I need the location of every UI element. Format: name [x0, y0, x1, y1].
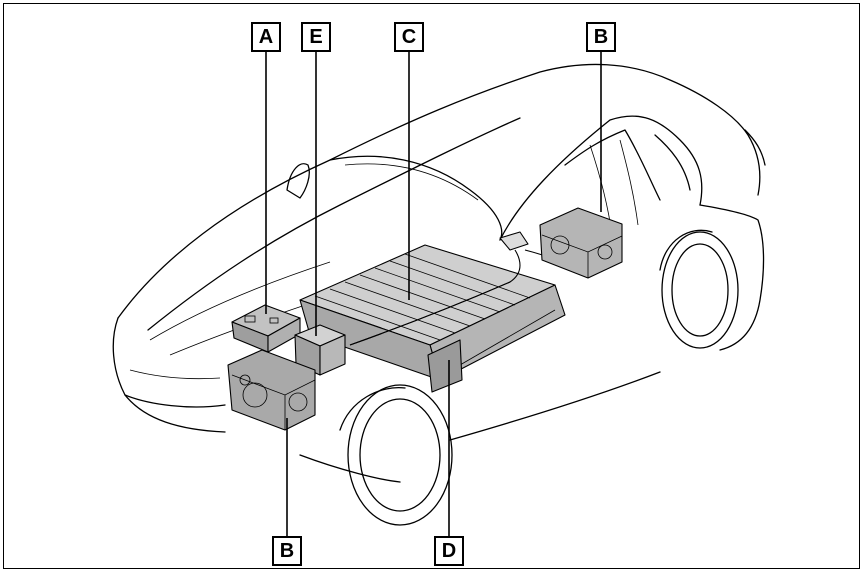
callout-e: E — [301, 22, 331, 52]
power-control-unit — [231, 304, 301, 353]
callout-d: D — [434, 536, 464, 566]
callout-c: C — [394, 22, 424, 52]
front-wheel — [339, 384, 453, 526]
rear-drive-unit — [539, 207, 623, 279]
service-cover — [427, 339, 463, 393]
car-body — [112, 63, 766, 483]
front-drive-unit — [227, 349, 316, 431]
callout-a: A — [251, 22, 281, 52]
callout-b-front: B — [272, 536, 302, 566]
callout-b-rear: B — [586, 22, 616, 52]
leader-lines — [265, 52, 602, 538]
auxiliary-battery — [294, 324, 346, 376]
hv-cable — [349, 231, 576, 346]
rear-wheel — [659, 229, 739, 349]
